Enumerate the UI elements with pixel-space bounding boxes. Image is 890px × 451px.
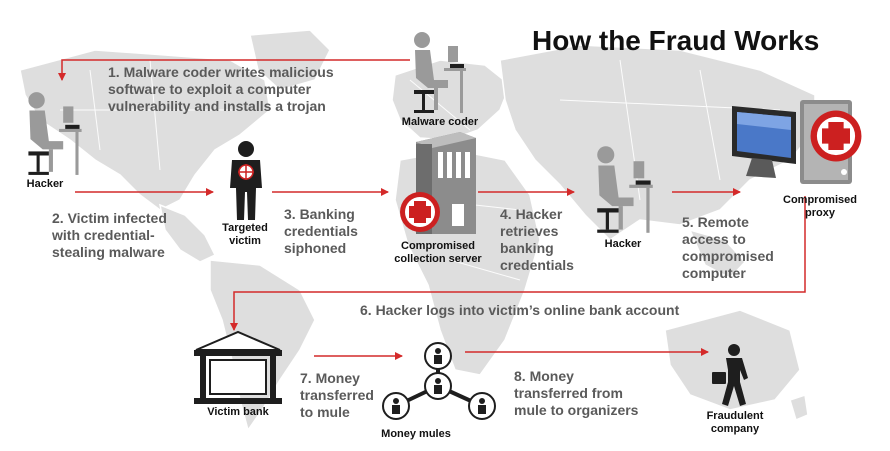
compromised-proxy-label: Compromised proxy [783, 194, 857, 219]
step-3-text: 3. Banking credentials siphoned [284, 206, 358, 256]
fraudulent-company-label: Fraudulent company [706, 410, 764, 435]
step-5-text: 5. Remote access to compromised computer [682, 214, 774, 281]
step-2-text: 2. Victim infected with credential- stea… [52, 210, 167, 260]
victim-bank-label: Victim bank [207, 406, 269, 418]
step-1-text: 1. Malware coder writes malicious softwa… [108, 64, 334, 114]
businessman-walking-icon [712, 344, 748, 406]
step-8-text: 8. Money transferred from mule to organi… [514, 368, 639, 418]
page-title: How the Fraud Works [532, 25, 820, 56]
red-cross-badge-icon [400, 192, 440, 232]
network-people-icon [382, 342, 496, 420]
person-at-computer-icon [597, 146, 653, 233]
red-cross-badge-icon [810, 110, 862, 162]
malware-coder-label: Malware coder [401, 116, 479, 128]
person-at-computer-icon [28, 92, 82, 175]
targeted-victim-label: Targeted victim [222, 222, 268, 247]
step-6-text: 6. Hacker logs into victim’s online bank… [360, 302, 680, 318]
arrow-step-1 [58, 59, 410, 81]
step-4-text: 4. Hacker retrieves banking credentials [500, 206, 574, 273]
step-7-text: 7. Money transferred to mule [300, 370, 374, 420]
hacker-left-label: Hacker [26, 178, 64, 190]
hacker-right-label: Hacker [604, 238, 642, 250]
person-at-computer-icon [414, 32, 466, 113]
money-mules-label: Money mules [381, 428, 451, 440]
arrow-step-6 [230, 196, 806, 331]
collection-server-label: Compromised collection server [394, 240, 482, 265]
targeted-person-icon [230, 141, 262, 220]
bank-building-icon [194, 330, 282, 404]
